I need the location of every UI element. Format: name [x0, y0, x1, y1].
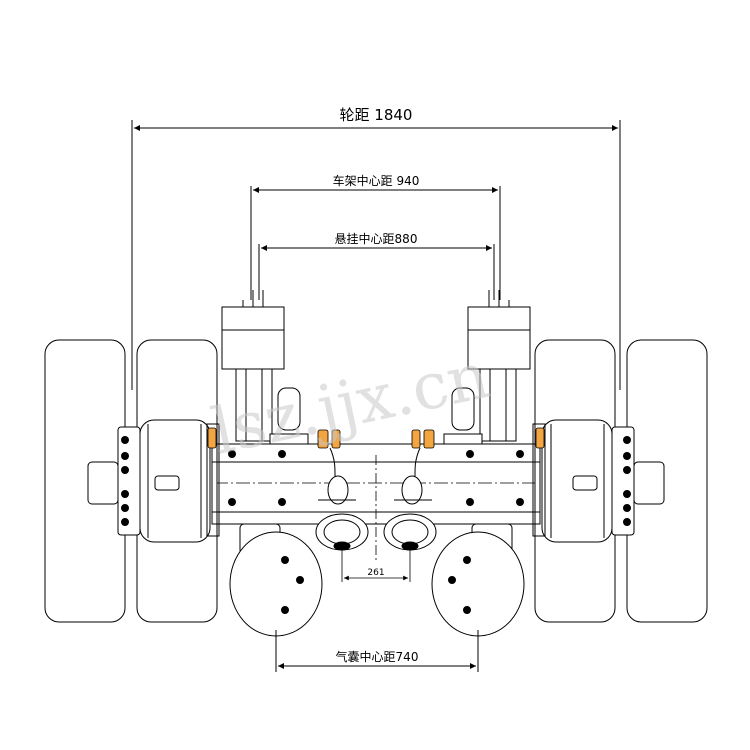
wheel-track-label: 轮距 1840 — [340, 106, 413, 124]
axle-beam — [211, 443, 541, 525]
brake-hoses — [318, 447, 432, 505]
suspension-hanger-left — [221, 290, 309, 555]
lower-wheel-left — [229, 531, 323, 637]
airbag-spacing-label: 261 — [367, 568, 384, 578]
suspension-hanger-right — [443, 290, 531, 555]
frame-center-label: 车架中心距 940 — [333, 173, 420, 188]
air-bags — [315, 513, 437, 551]
dimension-airbag-center: 气囊中心距740 — [275, 630, 479, 672]
hub-left — [87, 419, 220, 543]
brake-fittings — [207, 427, 545, 449]
dimension-airbag-spacing: 261 — [341, 550, 411, 582]
dimension-frame-center: 车架中心距 940 — [250, 173, 501, 300]
suspension-center-label: 悬挂中心距880 — [335, 231, 418, 246]
dimension-suspension-center: 悬挂中心距880 — [258, 231, 495, 300]
lower-wheel-right — [431, 531, 525, 637]
hub-right — [532, 419, 665, 543]
airbag-center-label: 气囊中心距740 — [336, 649, 419, 664]
dimension-wheel-track: 轮距 1840 — [131, 106, 621, 390]
